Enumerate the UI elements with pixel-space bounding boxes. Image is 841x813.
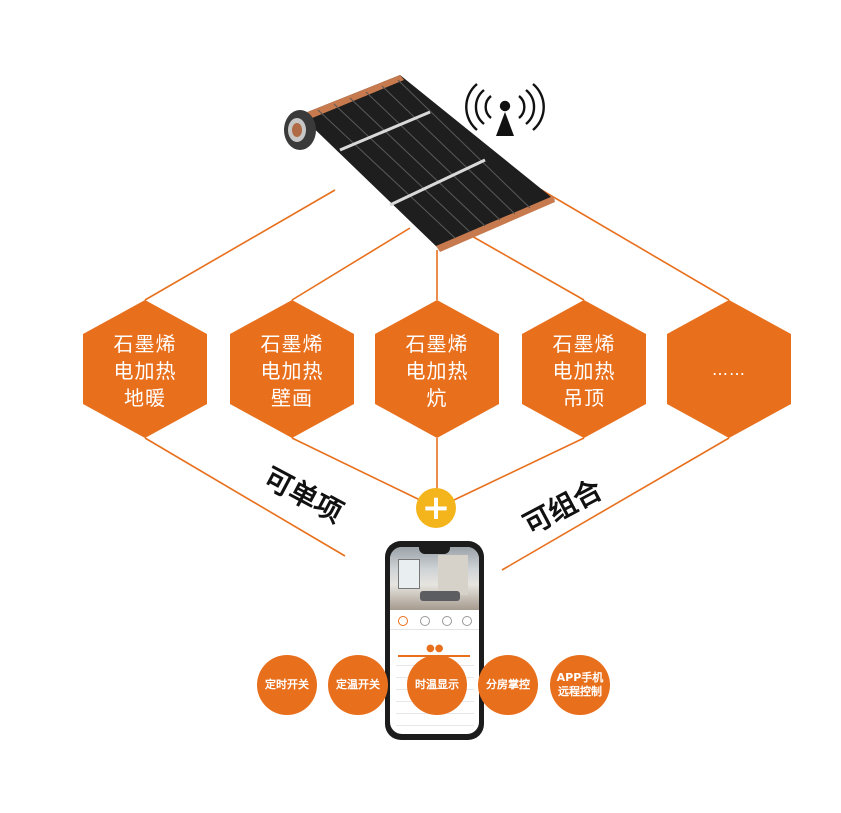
line-hex4-plus bbox=[453, 437, 585, 501]
feature-app-remote-control: APP手机远程控制 bbox=[550, 655, 610, 715]
hexagon-label-5: …… bbox=[712, 360, 746, 379]
temperature-readout: ●● bbox=[426, 643, 444, 654]
hexagon-group bbox=[83, 300, 791, 438]
hexagon-wall-painting bbox=[230, 300, 354, 438]
hexagon-label-2: 石墨烯电加热壁画 bbox=[260, 332, 324, 410]
line-film-hex4 bbox=[469, 234, 585, 301]
hexagon-ceiling bbox=[522, 300, 646, 438]
heating-film-roll-icon bbox=[284, 75, 555, 252]
line-film-hex5 bbox=[532, 184, 730, 301]
feature-thermostat-switch: 定温开关 bbox=[328, 655, 388, 715]
hexagon-label-3: 石墨烯电加热炕 bbox=[405, 332, 469, 410]
smartphone-app-icon: ●● bbox=[385, 541, 484, 740]
app-tabs bbox=[390, 613, 479, 630]
feature-time-temp-display: 时温显示 bbox=[407, 655, 467, 715]
line-hex1-phone bbox=[144, 437, 346, 557]
wifi-signal-icon bbox=[465, 83, 545, 136]
room-photo bbox=[390, 547, 479, 610]
hexagon-kang bbox=[375, 300, 499, 438]
hexagon-label-4: 石墨烯电加热吊顶 bbox=[552, 332, 616, 410]
line-hex2-plus bbox=[291, 437, 421, 501]
hexagon-label-1: 石墨烯电加热地暖 bbox=[113, 332, 177, 410]
line-film-hex1 bbox=[144, 189, 336, 301]
plus-icon: + bbox=[416, 488, 456, 528]
feature-timer-switch: 定时开关 bbox=[257, 655, 317, 715]
hexagon-more bbox=[667, 300, 791, 438]
feature-room-control: 分房掌控 bbox=[478, 655, 538, 715]
line-hex5-phone bbox=[501, 437, 730, 571]
hexagon-floor-heating bbox=[83, 300, 207, 438]
line-film-hex2 bbox=[291, 227, 411, 301]
